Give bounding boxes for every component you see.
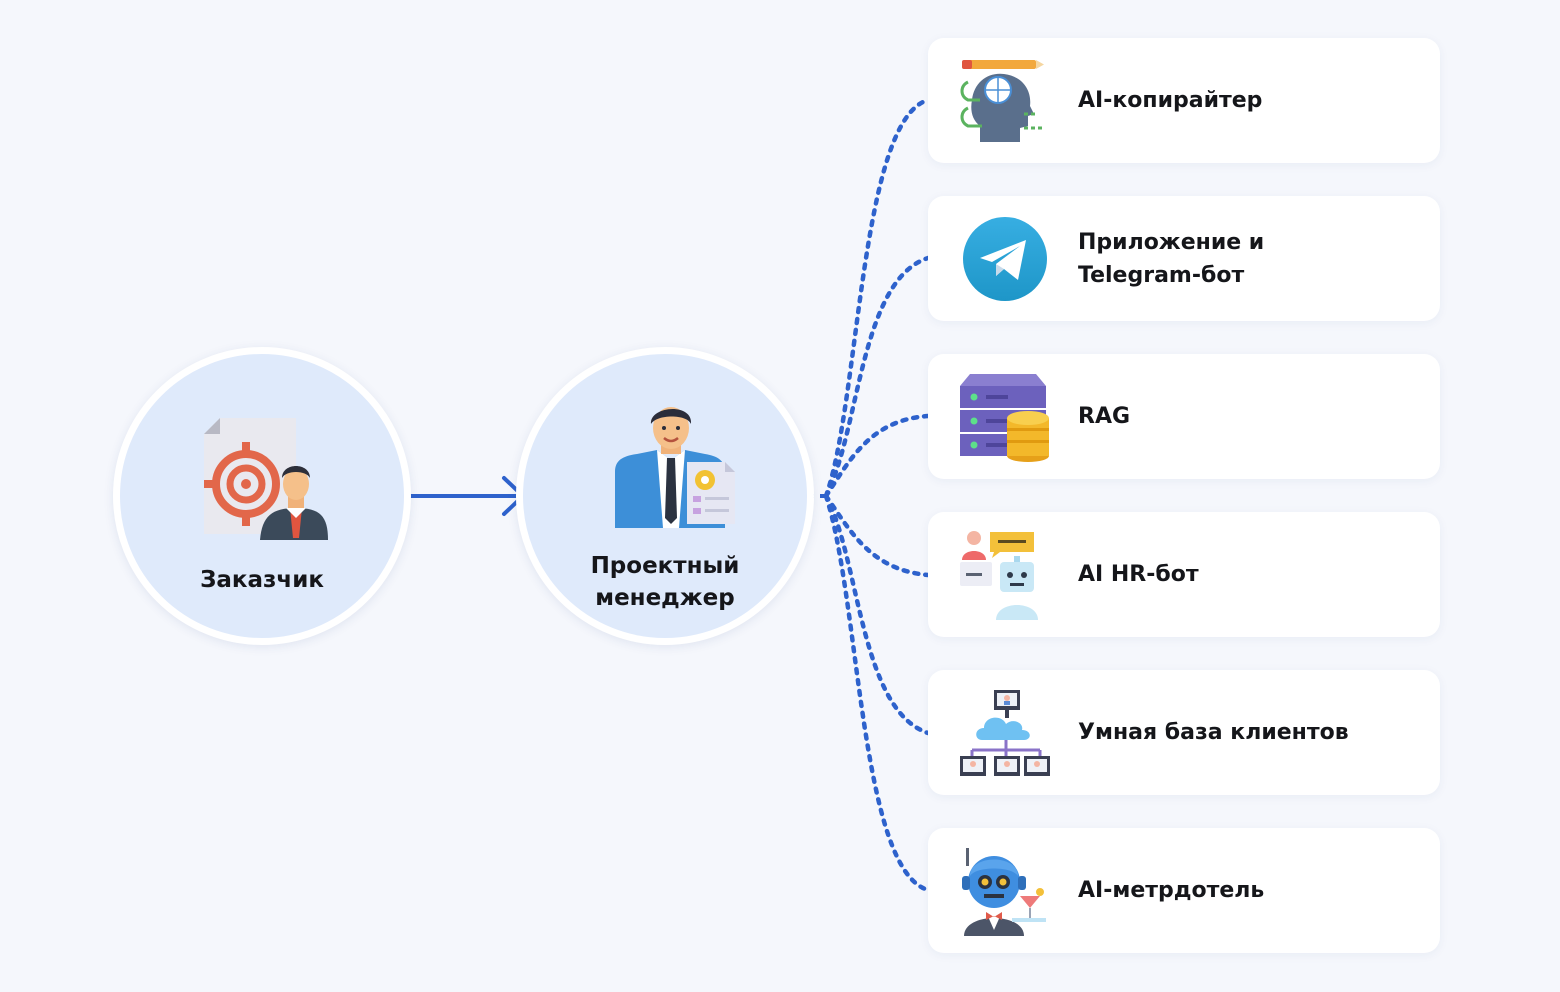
service-card-telegram: Приложение и Telegram-бот <box>928 196 1440 321</box>
service-label-line1: Приложение и <box>1078 229 1265 255</box>
telegram-icon <box>963 217 1047 301</box>
server-database-icon <box>960 374 1049 462</box>
service-card-hr-bot: AI HR-бот <box>928 512 1440 637</box>
robot-waiter-icon <box>962 848 1046 936</box>
project-manager-node: Проектный менеджер <box>516 347 814 645</box>
dotted-connector <box>823 413 931 499</box>
service-label: AI HR-бот <box>1078 562 1199 587</box>
dotted-connector <box>823 97 931 499</box>
manager-icon <box>615 407 735 528</box>
manager-label: Проектный менеджер <box>523 550 807 614</box>
service-label-line2: Telegram-бот <box>1078 262 1245 288</box>
client-node: Заказчик <box>113 347 411 645</box>
dotted-connector <box>823 493 931 736</box>
service-label: AI-копирайтер <box>1078 88 1263 113</box>
service-label: RAG <box>1078 404 1131 429</box>
copywriter-head-icon <box>960 60 1044 142</box>
manager-label-line1: Проектный <box>590 553 740 579</box>
dotted-connector <box>823 493 931 893</box>
cloud-network-icon <box>960 690 1050 776</box>
service-label: AI-метрдотель <box>1078 878 1265 903</box>
manager-label-line2: менеджер <box>595 585 735 611</box>
hr-bot-icon <box>960 531 1038 620</box>
service-label: Умная база клиентов <box>1078 720 1349 745</box>
service-card-ai-copywriter: AI-копирайтер <box>928 38 1440 163</box>
service-card-rag: RAG <box>928 354 1440 479</box>
dotted-connector <box>823 493 931 578</box>
client-label: Заказчик <box>200 567 324 593</box>
service-card-ai-maitre: AI-метрдотель <box>928 828 1440 953</box>
service-label: Приложение и Telegram-бот <box>1078 196 1418 321</box>
client-target-icon <box>204 418 328 540</box>
dotted-connector <box>823 255 931 499</box>
service-card-client-base: Умная база клиентов <box>928 670 1440 795</box>
